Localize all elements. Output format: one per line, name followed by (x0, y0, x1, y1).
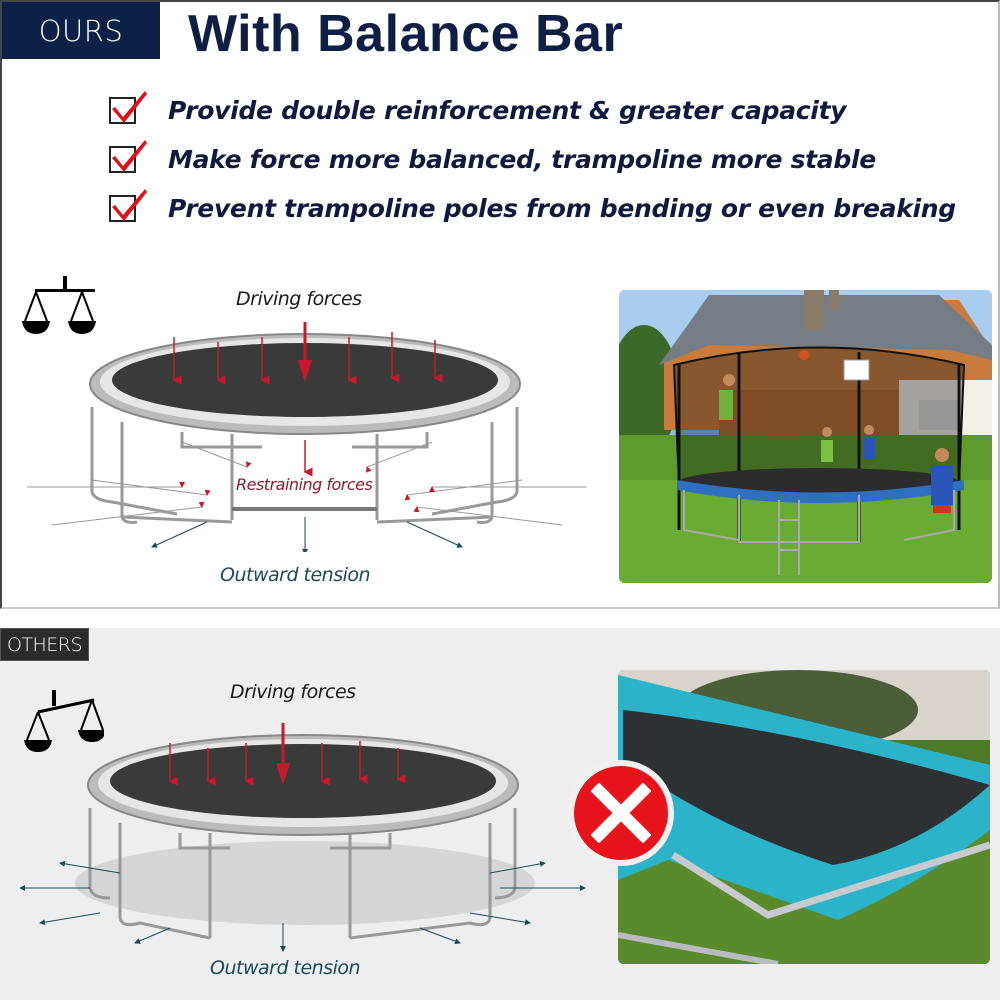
trampoline-photo (619, 290, 992, 583)
feature-item: Prevent trampoline poles from bending or… (109, 184, 956, 233)
driving-forces-label: Driving forces (236, 288, 362, 310)
trampoline-with-balance-bar-diagram (22, 322, 592, 552)
ours-badge: OURS (2, 2, 160, 59)
outward-tension-label: Outward tension (220, 564, 371, 586)
page-title: With Balance Bar (188, 5, 624, 63)
balanced-scale-icon (22, 276, 104, 338)
checkbox-checked-icon (109, 140, 147, 173)
others-panel: OTHERS (0, 628, 1000, 1000)
checkbox-checked-icon (109, 91, 147, 124)
feature-text: Make force more balanced, trampoline mor… (168, 145, 876, 174)
trampoline-without-balance-bar-diagram (20, 723, 590, 953)
feature-text: Prevent trampoline poles from bending or… (168, 194, 956, 223)
feature-item: Provide double reinforcement & greater c… (109, 86, 956, 135)
driving-forces-label: Driving forces (230, 681, 356, 703)
feature-text: Provide double reinforcement & greater c… (168, 96, 847, 125)
broken-trampoline-photo (618, 670, 990, 964)
feature-item: Make force more balanced, trampoline mor… (109, 135, 956, 184)
checkbox-checked-icon (109, 189, 147, 222)
unbalanced-scale-icon (24, 690, 104, 756)
feature-list: Provide double reinforcement & greater c… (109, 86, 956, 233)
outward-tension-label: Outward tension (210, 957, 361, 979)
ours-panel: OURS With Balance Bar Provide double rei… (0, 0, 1000, 609)
restraining-forces-label: Restraining forces (236, 475, 373, 494)
red-x-icon (568, 760, 674, 866)
others-badge: OTHERS (0, 628, 89, 661)
